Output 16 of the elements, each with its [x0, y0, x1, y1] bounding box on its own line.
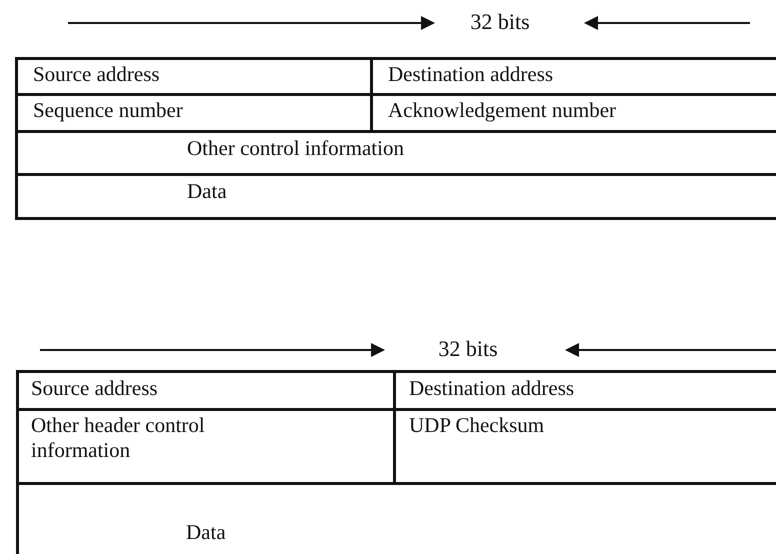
table-cell — [16, 370, 396, 411]
cell-text: Sequence number — [33, 98, 184, 123]
cell-text: Data — [186, 520, 227, 545]
cell-text: Destination address — [409, 376, 576, 401]
cell-text: Source address — [31, 376, 159, 401]
cell-text: Acknowledgement number — [388, 98, 618, 123]
cell-text: Destination address — [388, 62, 554, 87]
cell-text: UDP Checksum — [409, 413, 546, 438]
table-cell — [15, 57, 373, 96]
dimension-label: 32 bits — [470, 9, 530, 35]
cell-text: Other header control information — [31, 413, 206, 463]
cell-text: Data — [187, 179, 228, 204]
table-cell — [15, 173, 776, 220]
cell-text: Other control information — [187, 136, 405, 161]
dimension-label: 32 bits — [438, 336, 498, 362]
cell-text: Source address — [33, 62, 161, 87]
